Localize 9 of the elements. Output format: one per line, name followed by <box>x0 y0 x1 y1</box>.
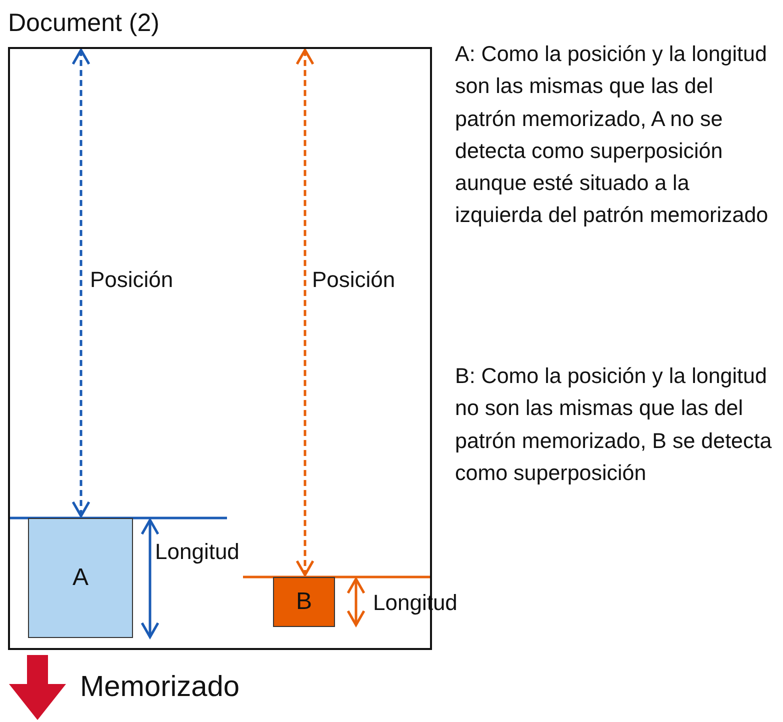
dimension-label: Longitud <box>155 539 240 566</box>
note-text: A: Como la posición y la longitud son las mismas que las del patrón memorizado, A no se detecta como superposición aunque esté situado a la izquierda del patrón memorizado <box>455 41 770 230</box>
object-box: A <box>28 518 133 638</box>
arrow-label: Memorizado <box>80 670 240 705</box>
dimension-label: Posición <box>312 267 396 294</box>
document-title: Document (2) <box>8 9 160 38</box>
object-box: B <box>273 577 335 627</box>
dimension-label: Posición <box>90 267 174 294</box>
note-text: B: Como la posición y la longitud no son las mismas que las del patrón memorizado, B se detecta como superposición <box>455 363 773 487</box>
